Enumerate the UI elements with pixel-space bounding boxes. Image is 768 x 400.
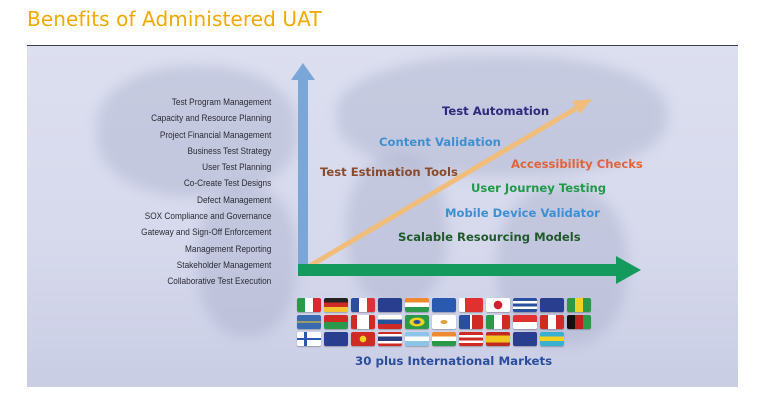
service-item: Test Program Management xyxy=(171,97,271,108)
flag-green-yellow-icon xyxy=(567,298,591,312)
flag-cyprus-icon xyxy=(432,315,456,329)
flag-new-zealand-icon xyxy=(378,298,402,312)
flag-thailand-icon xyxy=(378,332,402,346)
page-title: Benefits of Administered UAT xyxy=(27,7,322,31)
world-map-background xyxy=(197,186,297,336)
horizontal-arrow-icon xyxy=(298,256,641,284)
flag-blue-stripe-icon xyxy=(297,315,321,329)
world-map-background xyxy=(347,156,447,306)
flag-new-zealand-icon xyxy=(540,298,564,312)
service-item: Capacity and Resource Planning xyxy=(150,113,271,125)
diagonal-arrow-icon xyxy=(306,99,592,270)
service-item: User Test Planning xyxy=(201,162,271,174)
service-item: Business Test Strategy xyxy=(187,145,271,157)
capability-mobile-device-validator: Mobile Device Validator xyxy=(445,206,600,220)
markets-caption: 30 plus International Markets xyxy=(355,354,553,368)
service-item: Project Financial Management xyxy=(159,129,271,141)
flag-argentina-icon xyxy=(405,332,429,346)
flag-afghanistan-icon xyxy=(567,315,591,329)
capability-user-journey-testing: User Journey Testing xyxy=(471,181,607,195)
flag-peru-icon xyxy=(540,315,564,329)
flag-dominican-republic-icon xyxy=(459,315,483,329)
flag-puerto-rico-icon xyxy=(459,332,483,346)
capability-test-automation: Test Automation xyxy=(442,104,550,118)
service-item: Stakeholder Management xyxy=(176,259,271,271)
service-item: SOX Compliance and Governance xyxy=(144,211,271,223)
service-item: Gateway and Sign-Off Enforcement xyxy=(140,227,271,239)
services-list: Test Program Management Capacity and Res… xyxy=(141,95,271,291)
flag-india-icon xyxy=(432,332,456,346)
flag-canada-icon xyxy=(351,315,375,329)
flag-russia-icon xyxy=(378,315,402,329)
flag-vanuatu-icon xyxy=(324,315,348,329)
capability-content-validation: Content Validation xyxy=(379,135,501,149)
vertical-arrow-icon xyxy=(291,63,315,271)
flag-france-icon xyxy=(351,298,375,312)
world-map-background xyxy=(337,56,667,176)
capability-test-estimation-tools: Test Estimation Tools xyxy=(320,165,458,179)
growth-axes xyxy=(291,63,641,284)
flag-spain-icon xyxy=(486,332,510,346)
world-map-background xyxy=(97,66,297,196)
flag-bahamas-icon xyxy=(540,332,564,346)
service-item: Co-Create Test Designs xyxy=(183,178,271,190)
flag-italy-icon xyxy=(297,298,321,312)
flag-scotland-icon xyxy=(432,298,456,312)
flag-mexico-icon xyxy=(486,315,510,329)
service-item: Collaborative Test Execution xyxy=(167,276,271,288)
capability-scalable-resourcing: Scalable Resourcing Models xyxy=(398,230,581,244)
diagram-panel: Test Program Management Capacity and Res… xyxy=(27,45,738,387)
flag-japan-icon xyxy=(486,298,510,312)
flag-finland-icon xyxy=(297,332,321,346)
flag-red-white-icon xyxy=(459,298,483,312)
flag-cuba-icon xyxy=(513,298,537,312)
flag-germany-icon xyxy=(324,298,348,312)
flag-brazil-icon xyxy=(405,315,429,329)
flag-new-zealand-icon xyxy=(324,332,348,346)
flag-singapore-icon xyxy=(513,315,537,329)
capability-accessibility-checks: Accessibility Checks xyxy=(511,157,643,171)
flag-vietnam-icon xyxy=(351,332,375,346)
flag-india-icon xyxy=(405,298,429,312)
flag-new-zealand-icon xyxy=(513,332,537,346)
service-item: Management Reporting xyxy=(184,243,271,255)
service-item: Defect Management xyxy=(196,194,271,206)
